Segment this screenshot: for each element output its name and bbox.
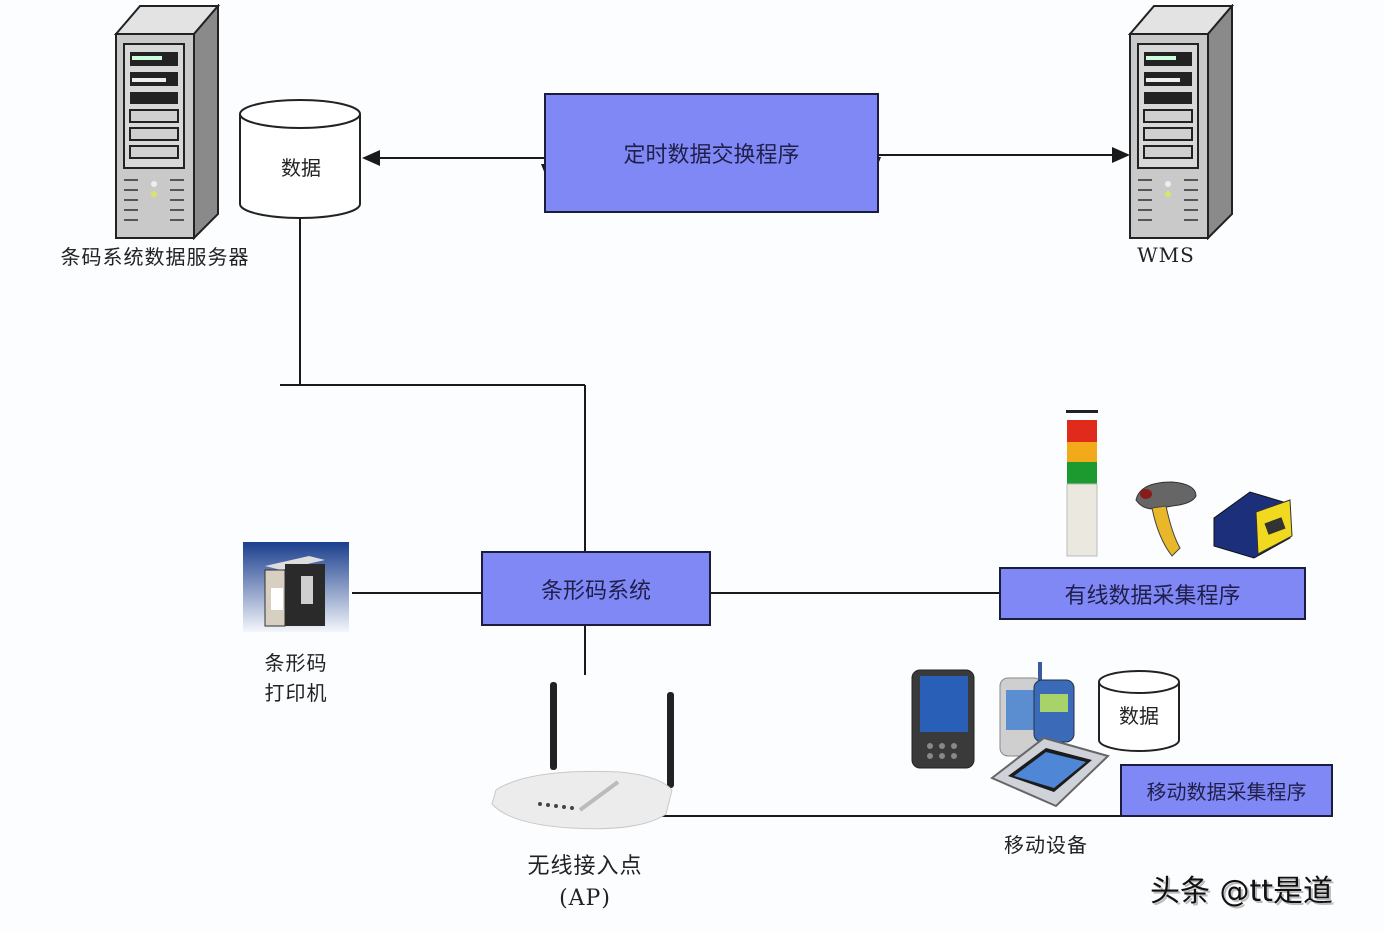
ap-label-line1: 无线接入点 (527, 854, 643, 879)
mobile-program-label: 移动数据采集程序 (1146, 780, 1307, 804)
printer-label-line1: 条形码 (264, 651, 328, 675)
wms-label: WMS (1137, 243, 1195, 267)
mobile-devices-label: 移动设备 (1004, 833, 1088, 857)
mobile-program-box[interactable]: 移动数据采集程序 (1120, 764, 1333, 817)
fixed-scanner-icon (1213, 491, 1293, 559)
printer-label-line2: 打印机 (264, 681, 328, 705)
barcode-system-label: 条形码系统 (540, 578, 651, 604)
wireless-router-icon (491, 682, 674, 830)
barcode-system-box[interactable]: 条形码系统 (481, 551, 711, 626)
mobile-db-label: 数据 (1119, 704, 1159, 728)
smartphone-icon (999, 662, 1075, 757)
tablet-icon (990, 736, 1110, 808)
barcode-server-label: 条码系统数据服务器 (60, 245, 250, 269)
pda-icon (911, 669, 975, 769)
server-tower-icon (113, 4, 221, 240)
server-tower-icon (1127, 4, 1235, 240)
handheld-scanner-icon (1135, 481, 1197, 557)
ap-label-line2: (AP) (559, 886, 611, 911)
exchange-program-label: 定时数据交换程序 (623, 143, 800, 168)
database-cylinder-icon (239, 99, 361, 219)
server-db-label: 数据 (281, 156, 321, 180)
exchange-program-box[interactable]: 定时数据交换程序 (544, 93, 879, 213)
watermark: 头条 @tt是道 (1150, 874, 1334, 909)
wired-program-label: 有线数据采集程序 (1064, 583, 1241, 609)
database-cylinder-icon (1098, 670, 1180, 752)
label-printer-icon (243, 542, 349, 632)
stack-light-icon (1066, 410, 1098, 557)
wired-program-box[interactable]: 有线数据采集程序 (999, 567, 1306, 620)
